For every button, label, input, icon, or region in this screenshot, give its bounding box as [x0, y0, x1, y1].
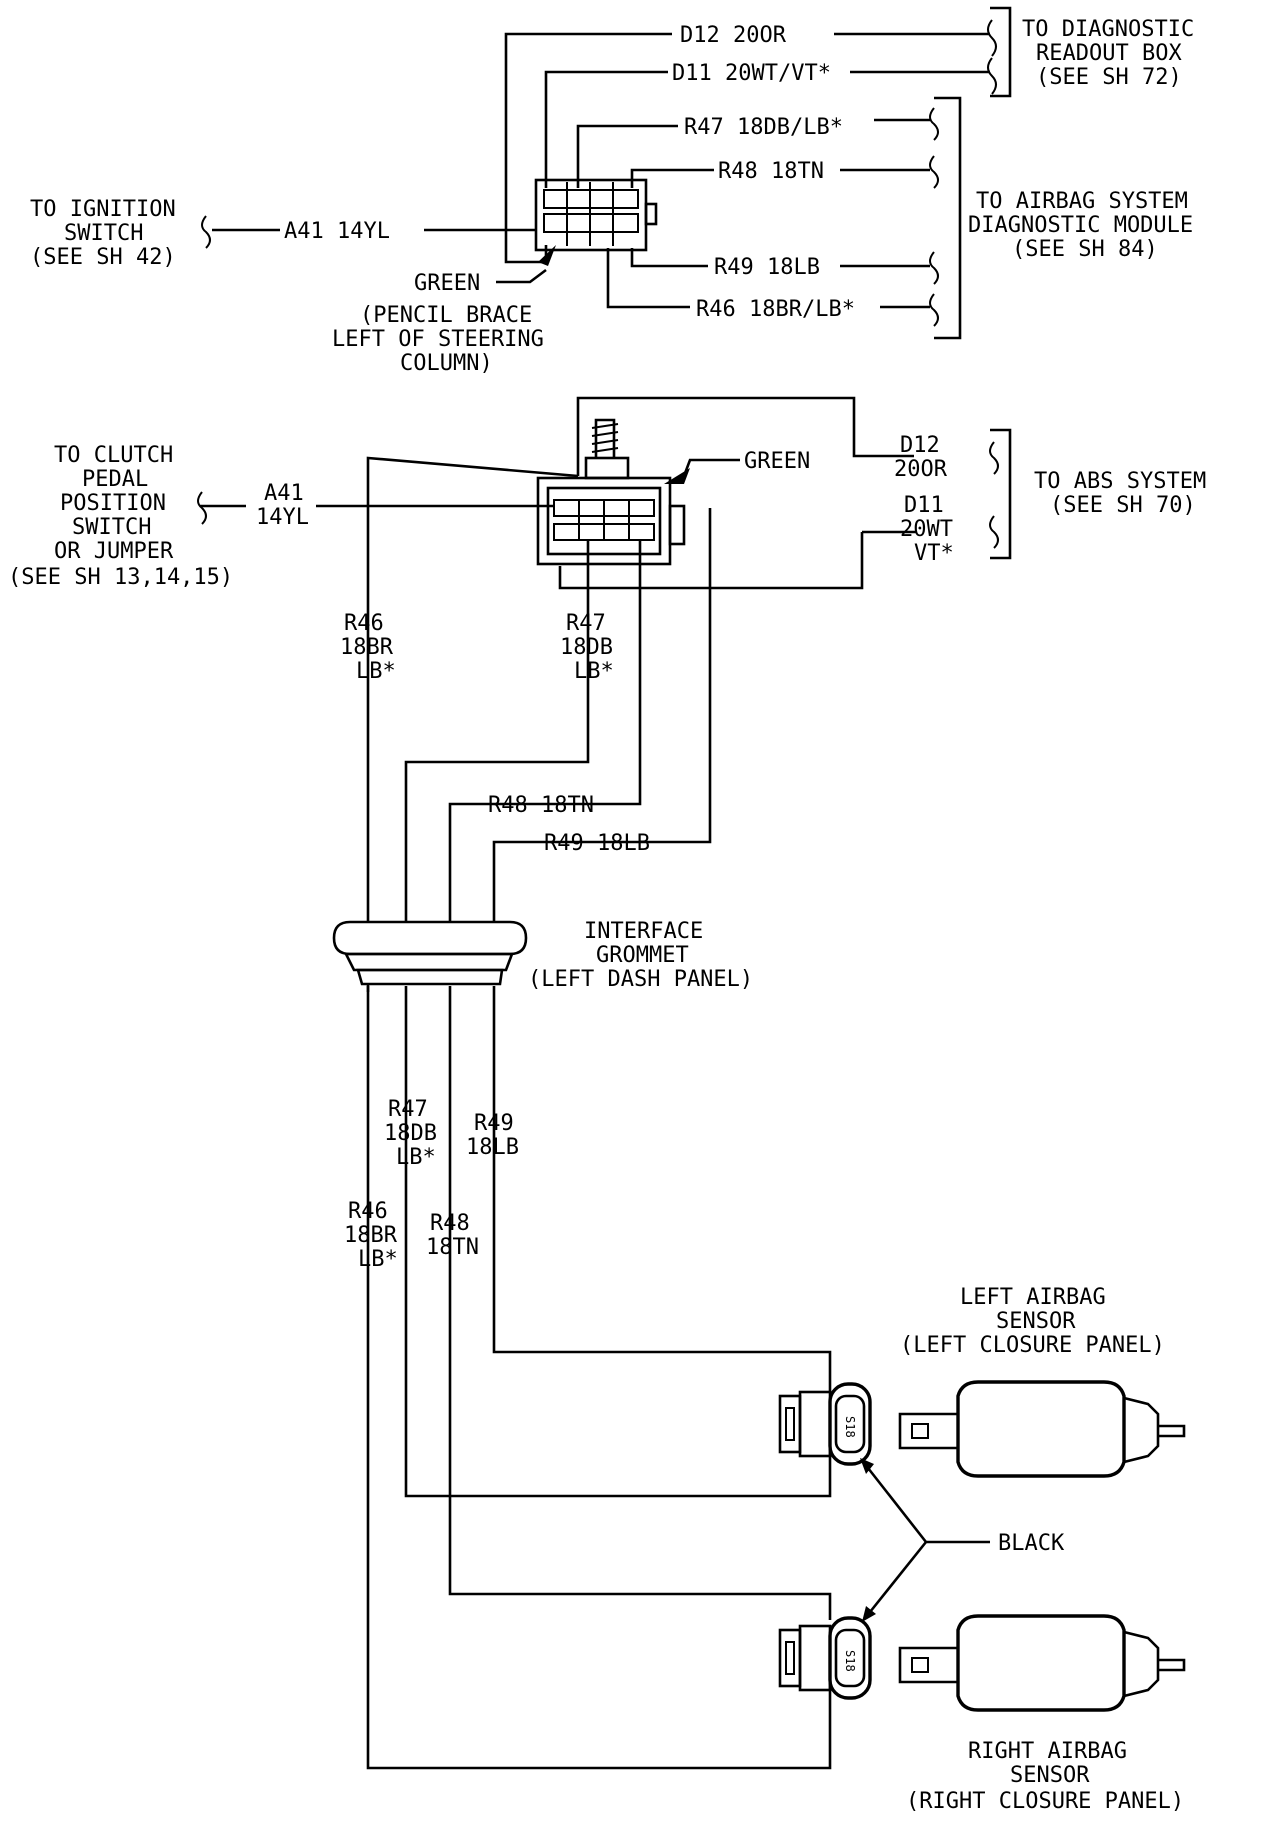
interface-grommet: INTERFACE GROMMET (LEFT DASH PANEL)	[332, 919, 753, 992]
label-d11-top: D11 20WT/VT*	[672, 61, 831, 86]
wire-r48-mid	[448, 540, 642, 922]
green-top-leader	[496, 268, 547, 284]
label-black: BLACK	[998, 1531, 1065, 1556]
middle-connector	[536, 418, 690, 566]
right-sensor-line1: RIGHT AIRBAG	[968, 1739, 1127, 1764]
wire-d12-top	[504, 32, 672, 264]
right-sensor-line2: SENSOR	[1010, 1763, 1090, 1788]
label-r47-mid-line3: LB*	[574, 659, 614, 684]
grommet-line2: GROMMET	[596, 943, 689, 968]
label-green-mid: GREEN	[744, 449, 810, 474]
label-r47-low-line3: LB*	[396, 1145, 436, 1170]
label-d11-mid-line2: 20WT	[900, 517, 953, 542]
label-r46-top: R46 18BR/LB*	[696, 297, 855, 322]
label-r47-mid-line1: R47	[566, 611, 606, 636]
dest-airbag-module-line3: (SEE SH 84)	[1012, 237, 1158, 262]
break-marks-top	[201, 6, 1012, 340]
top-labels: D12 20OR D11 20WT/VT* R47 18DB/LB* R48 1…	[30, 17, 1194, 376]
dest-ignition-line3: (SEE SH 42)	[30, 245, 176, 270]
wire-r46-mid	[366, 456, 579, 922]
label-r46-mid-line3: LB*	[356, 659, 396, 684]
wire-r46-lower	[366, 986, 832, 1770]
grommet-line1: INTERFACE	[584, 919, 703, 944]
wire-r48-lower	[448, 986, 832, 1620]
wire-r47-lower	[404, 986, 832, 1498]
label-r47-mid-line2: 18DB	[560, 635, 613, 660]
label-left-of-steering: LEFT OF STEERING	[332, 327, 544, 352]
wire-r48-top	[630, 168, 714, 188]
label-pencil-brace: (PENCIL BRACE	[360, 303, 532, 328]
label-d11-mid-line1: D11	[904, 493, 944, 518]
label-a41-mid-line2: 14YL	[256, 505, 309, 530]
label-r46-mid-line2: 18BR	[340, 635, 394, 660]
right-sensor-line3: (RIGHT CLOSURE PANEL)	[906, 1789, 1184, 1814]
lower-labels: R47 18DB LB* R49 18LB R46 18BR LB* R48 1…	[344, 1097, 519, 1272]
label-d12-mid-line1: D12	[900, 433, 940, 458]
pin-label: S18	[843, 1650, 857, 1672]
label-green-top: GREEN	[414, 271, 480, 296]
right-airbag-sensor: S18 RIGHT AIRBAG SENSOR (RIGHT CLOSURE P…	[778, 1614, 1186, 1814]
label-r46-low-line2: 18BR	[344, 1223, 398, 1248]
label-r48-top: R48 18TN	[718, 159, 824, 184]
label-r49-mid: R49 18LB	[544, 831, 650, 856]
label-r47-low-line1: R47	[388, 1097, 428, 1122]
label-r46-low-line1: R46	[348, 1199, 388, 1224]
label-r46-low-line3: LB*	[358, 1247, 398, 1272]
dest-clutch-line1: TO CLUTCH	[54, 443, 173, 468]
grommet-line3: (LEFT DASH PANEL)	[528, 967, 753, 992]
dest-airbag-module-line2: DIAGNOSTIC MODULE	[968, 213, 1193, 238]
label-column: COLUMN)	[400, 351, 493, 376]
green-mid-leader	[682, 458, 740, 477]
label-d11-mid-line3: VT*	[914, 541, 954, 566]
left-sensor-line3: (LEFT CLOSURE PANEL)	[900, 1333, 1165, 1358]
label-r47-top: R47 18DB/LB*	[684, 115, 843, 140]
lower-wires	[366, 986, 832, 1770]
dest-abs-line1: TO ABS SYSTEM	[1034, 469, 1206, 494]
label-r48-mid: R48 18TN	[488, 793, 594, 818]
label-r49-low-line2: 18LB	[466, 1135, 519, 1160]
label-d12-top: D12 20OR	[680, 23, 787, 48]
dest-diagnostic-line1: TO DIAGNOSTIC	[1022, 17, 1194, 42]
dest-diagnostic-line2: READOUT BOX	[1036, 41, 1182, 66]
dest-clutch-line3: POSITION	[60, 491, 166, 516]
dest-diagnostic-line3: (SEE SH 72)	[1036, 65, 1182, 90]
top-connector	[534, 178, 658, 266]
dest-airbag-module-line1: TO AIRBAG SYSTEM	[976, 189, 1188, 214]
wire-r49-mid	[492, 508, 712, 922]
black-callout: BLACK	[860, 1458, 1065, 1622]
left-airbag-sensor: S18 LEFT AIRBAG SENSOR (LEFT CLOSURE PAN…	[778, 1285, 1186, 1478]
wire-d11-top	[544, 70, 668, 188]
middle-labels: GREEN A41 14YL D12 20OR D11 20WT VT* R46…	[8, 433, 1206, 856]
left-sensor-line1: LEFT AIRBAG	[960, 1285, 1106, 1310]
label-d12-mid-line2: 20OR	[894, 457, 948, 482]
label-r47-low-line2: 18DB	[384, 1121, 437, 1146]
wire-r47-top	[576, 124, 678, 188]
dest-ignition-line1: TO IGNITION	[30, 197, 176, 222]
dest-abs-line2: (SEE SH 70)	[1050, 493, 1196, 518]
label-r48-low-line1: R48	[430, 1211, 470, 1236]
wire-r49-top	[630, 248, 708, 268]
label-a41-mid-line1: A41	[264, 481, 304, 506]
label-r46-mid-line1: R46	[344, 611, 384, 636]
wire-d12-mid	[576, 396, 914, 476]
wire-r46-top	[606, 248, 690, 309]
dest-clutch-line6: (SEE SH 13,14,15)	[8, 565, 233, 590]
dest-ignition-line2: SWITCH	[64, 221, 143, 246]
middle-connector-wires	[200, 396, 916, 922]
mid-connector-arrowhead	[664, 468, 690, 484]
pin-label: S18	[843, 1416, 857, 1438]
label-a41-top: A41 14YL	[284, 219, 390, 244]
wire-r49-lower	[492, 986, 832, 1392]
dest-clutch-line5: OR JUMPER	[54, 539, 174, 564]
dest-clutch-line4: SWITCH	[72, 515, 151, 540]
top-connector-wires	[212, 32, 990, 309]
dest-clutch-line2: PEDAL	[82, 467, 148, 492]
left-sensor-line2: SENSOR	[996, 1309, 1076, 1334]
label-r48-low-line2: 18TN	[426, 1235, 479, 1260]
break-marks-middle	[197, 428, 1012, 560]
label-r49-low-line1: R49	[474, 1111, 514, 1136]
wire-r47-mid	[404, 540, 590, 922]
label-r49-top: R49 18LB	[714, 255, 820, 280]
